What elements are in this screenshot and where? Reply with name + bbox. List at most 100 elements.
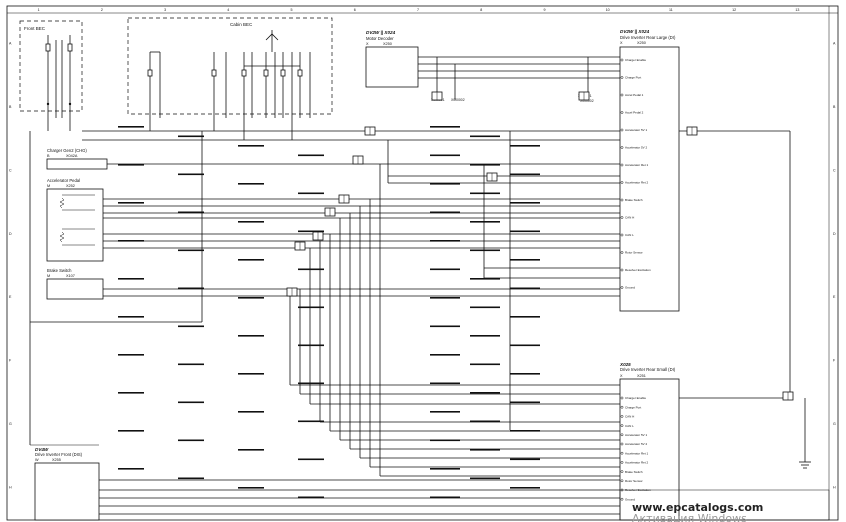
- wire-tag-mark: [470, 135, 500, 138]
- inverter-small-code: X251: [637, 374, 646, 378]
- pin-label: Rotor Sensor: [625, 251, 643, 255]
- pin-terminal: [620, 93, 624, 97]
- accel-potentiometers: [59, 194, 95, 246]
- charger-box: [46, 158, 108, 170]
- pin-label: Brake Switch: [625, 198, 643, 202]
- pin-terminal: [620, 181, 624, 184]
- wire-tag-mark: [118, 278, 144, 280]
- brake-box: [46, 278, 104, 300]
- wire-tag-mark: [430, 268, 460, 271]
- wire-tag-mark: [430, 126, 460, 128]
- wire-tag-mark: [298, 382, 324, 385]
- wire-tag-mark: [470, 278, 500, 280]
- wire-tag-mark: [510, 458, 540, 461]
- column-marker: 7: [417, 8, 419, 12]
- motor-decoder-tag: DV2W || X024: [366, 30, 396, 35]
- wire-tag-mark: [118, 316, 144, 318]
- pin-label: Accelerator 5V 1: [625, 128, 648, 132]
- inverter-large-tag: DV2W || X024: [620, 29, 650, 34]
- motor-decoder-box: [365, 46, 419, 88]
- wire-harness: [29, 56, 806, 515]
- pin-label: Charge Port: [625, 405, 641, 409]
- wire-tag-mark: [510, 344, 540, 347]
- wire-tag-mark: [238, 335, 264, 337]
- wire-tag-mark: [118, 240, 144, 242]
- accel-letter: M: [47, 184, 50, 188]
- row-marker: A: [833, 42, 836, 46]
- column-marker: 1: [38, 8, 40, 12]
- row-marker: F: [833, 359, 836, 363]
- row-marker: E: [9, 295, 12, 299]
- wire-tag-mark: [470, 192, 500, 195]
- splice-label-4: X000002: [580, 99, 594, 103]
- wire-tag-mark: [118, 354, 144, 356]
- wire-tag-mark: [178, 325, 204, 328]
- motor-decoder-code: X250: [383, 42, 392, 46]
- wire-tag-mark: [430, 411, 460, 413]
- wire-tag-mark: [178, 211, 204, 214]
- pin-terminal: [620, 461, 624, 464]
- wire-tag-mark: [430, 154, 460, 157]
- pin-terminal: [620, 76, 624, 79]
- pin-terminal: [620, 497, 624, 501]
- wire-tag-mark: [430, 496, 460, 499]
- brake-letter: M: [47, 274, 50, 278]
- wire-tag-mark: [178, 249, 204, 252]
- wire-tag-mark: [430, 183, 460, 185]
- wire-tag-mark: [510, 145, 540, 147]
- pin-label: Accel Pedal 1: [625, 93, 644, 97]
- wire-tag-mark: [510, 287, 540, 290]
- brake-name: Brake Switch: [47, 268, 72, 273]
- wire-tag-mark: [238, 449, 264, 451]
- column-marker: 11: [669, 8, 673, 12]
- wire-tag-mark: [178, 401, 204, 404]
- wire-tag-mark: [178, 173, 204, 176]
- wire-tag-mark: [178, 363, 204, 366]
- pin-label: Accelerator Ret 1: [625, 451, 649, 455]
- pin-label: Charger Enable: [625, 58, 646, 62]
- wire-tag-mark: [298, 420, 324, 423]
- wire-tag-mark: [470, 335, 500, 337]
- inline-connectors: [286, 91, 794, 401]
- column-marker: 13: [795, 8, 799, 12]
- pin-terminal: [620, 198, 624, 202]
- inverter-large-letter: X: [620, 41, 623, 45]
- row-marker: B: [833, 105, 836, 109]
- wire-tag-mark: [430, 325, 460, 328]
- wire-tag-mark: [430, 382, 460, 385]
- row-marker: A: [9, 42, 12, 46]
- charger-name: Charger Gen2 (CHG): [47, 148, 87, 153]
- ground-symbol-icon: [799, 452, 811, 469]
- fuse-element: [280, 69, 286, 77]
- column-marker: 2: [101, 8, 103, 12]
- pin-terminal: [620, 163, 624, 167]
- wire-tag-mark: [238, 221, 264, 223]
- pin-terminal: [620, 251, 624, 254]
- wire-tag-mark: [510, 487, 540, 489]
- brake-code: X107: [66, 274, 75, 278]
- wire-tag-mark: [178, 477, 204, 480]
- wire-tag-mark: [430, 354, 460, 356]
- cabin-bec-fuses: [147, 30, 311, 118]
- wire-tag-mark: [298, 496, 324, 499]
- wire-tag-mark: [470, 221, 500, 223]
- wire-tag-mark: [238, 487, 264, 489]
- wire-tag-mark: [510, 259, 540, 261]
- pin-label: Brake Switch: [625, 470, 643, 474]
- column-marker: 6: [354, 8, 356, 12]
- pin-terminal: [620, 58, 624, 62]
- pin-label: Charger Enable: [625, 396, 646, 400]
- wire-tag-mark: [430, 297, 460, 299]
- pin-terminal: [620, 451, 624, 455]
- inverter-front-letter: W: [35, 458, 39, 462]
- row-marker: H: [9, 485, 12, 489]
- motor-decoder-name: Motor Decoder: [366, 36, 394, 41]
- wire-tag-mark: [510, 230, 540, 233]
- fuse-element: [241, 69, 247, 77]
- pin-terminal: [620, 128, 624, 132]
- wire-tag-mark: [118, 202, 144, 204]
- column-marker: 4: [227, 8, 229, 12]
- wire-tag-mark: [118, 430, 144, 432]
- pin-terminal: [620, 216, 624, 219]
